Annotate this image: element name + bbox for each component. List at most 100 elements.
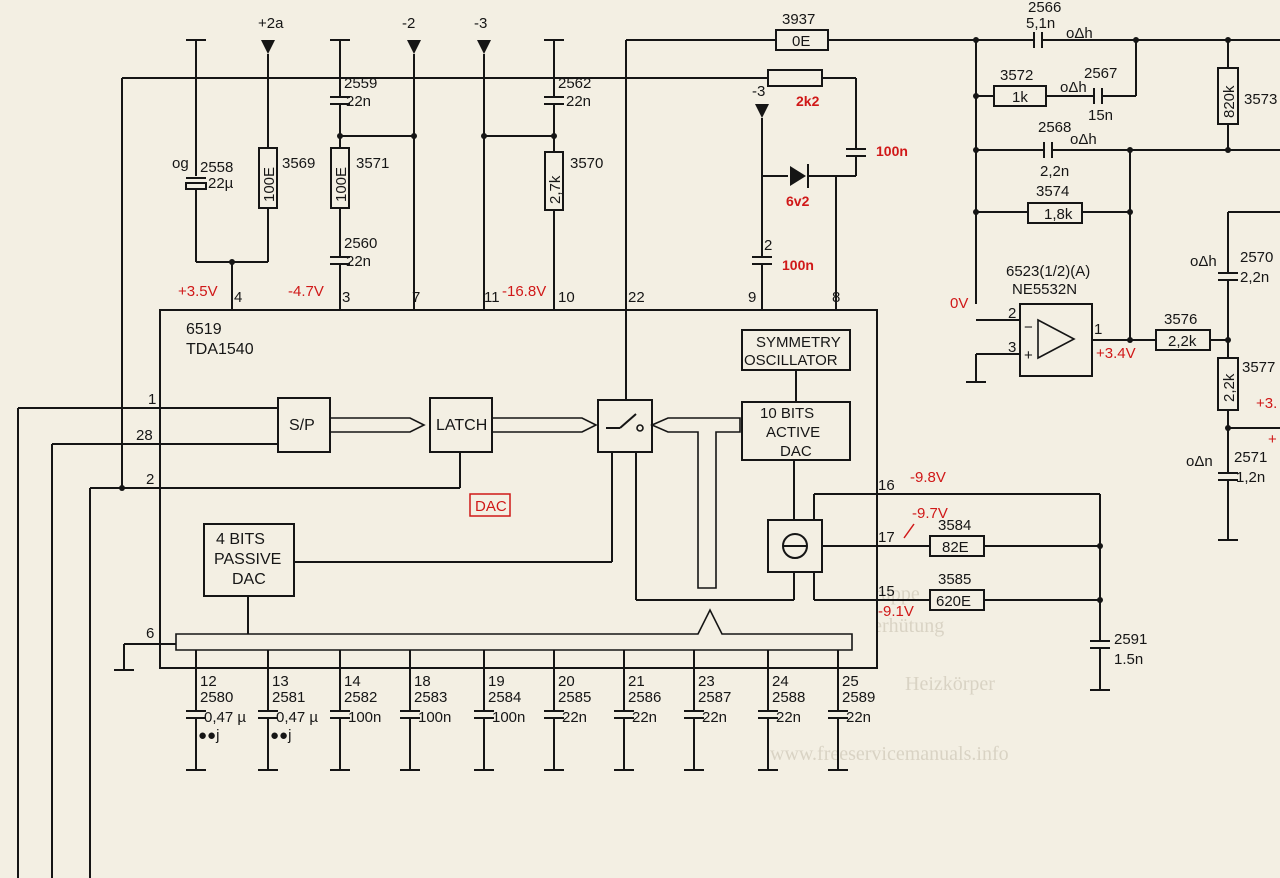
ic-part: TDA1540 <box>186 341 254 358</box>
r3570-value: 2,7k <box>547 175 564 204</box>
cap-value: 22n <box>776 709 801 726</box>
dac-tag: DAC <box>475 498 507 515</box>
r3937-ref: 3937 <box>782 11 815 28</box>
passive-dac-label-1: 4 BITS <box>216 531 265 548</box>
cap-pin-number: 25 <box>842 673 859 690</box>
rail-arrow-m2 <box>407 40 421 54</box>
cap-value: 22n <box>702 709 727 726</box>
c2568-ref: 2568 <box>1038 119 1071 136</box>
pin-16: 16 <box>878 477 895 494</box>
rail-label-m3: -3 <box>474 15 487 32</box>
passive-dac-label-3: DAC <box>232 571 266 588</box>
cap-pin-number: 21 <box>628 673 645 690</box>
cap-value: 22n <box>846 709 871 726</box>
bus-dac-switch <box>650 417 741 589</box>
c2571-mark: oΔn <box>1186 453 1213 470</box>
ic-tda1540: 6519 TDA1540 4 3 7 11 10 22 9 8 +3.5V -4… <box>17 283 1100 878</box>
pin-1: 1 <box>148 391 156 408</box>
c2567-ref: 2567 <box>1084 65 1117 82</box>
c2566-ref: 2566 <box>1028 0 1061 16</box>
passive-dac-block <box>203 523 295 597</box>
cap-ref: 2587 <box>698 689 731 706</box>
c2570-mark: oΔh <box>1190 253 1217 270</box>
opamp-part: NE5532N <box>1012 281 1077 298</box>
r3569-ref: 3569 <box>282 155 315 172</box>
latch-label: LATCH <box>436 417 487 434</box>
c2562-value: 22n <box>566 93 591 110</box>
active-dac-label-2: ACTIVE <box>766 424 820 441</box>
voltage-op-output: +3.4V <box>1096 345 1136 362</box>
pin-8: 8 <box>832 289 840 306</box>
voltage-pin-3: -4.7V <box>288 283 324 300</box>
r3570-ref: 3570 <box>570 155 603 172</box>
cap-pin-number: 18 <box>414 673 431 690</box>
cap-ref: 2584 <box>488 689 521 706</box>
opamp-stage: 2566 5,1n oΔh 0V 1k 3572 2567 15n oΔh 82… <box>950 0 1280 541</box>
c2591-ref: 2591 <box>1114 631 1147 648</box>
cap-value: 100n <box>348 709 381 726</box>
c2571-value: 1,2n <box>1236 469 1265 486</box>
c2558-mark: og <box>172 155 189 172</box>
cap-pin-number: 20 <box>558 673 575 690</box>
symmetry-label-2: OSCILLATOR <box>744 352 838 369</box>
r3574-ref: 3574 <box>1036 183 1069 200</box>
dac-tag-box <box>469 493 511 517</box>
c2567-value: 15n <box>1088 107 1113 124</box>
cap-pin-number: 13 <box>272 673 289 690</box>
zener-diode <box>790 166 806 186</box>
active-dac-label-3: DAC <box>780 443 812 460</box>
op-pin-2: 2 <box>1008 305 1016 322</box>
r3571-ref: 3571 <box>356 155 389 172</box>
r3584-ref: 3584 <box>938 517 971 534</box>
pin-15: 15 <box>878 583 895 600</box>
c2591-value: 1.5n <box>1114 651 1143 668</box>
cap-ref: 2582 <box>344 689 377 706</box>
cap-mark: ●●j <box>198 727 219 744</box>
opamp-box <box>1019 303 1093 377</box>
bus-sp-latch <box>329 417 426 433</box>
c2566-mark: oΔh <box>1066 25 1093 42</box>
pin-6: 6 <box>146 625 154 642</box>
cap-ref: 2586 <box>628 689 661 706</box>
c2568-value: 2,2n <box>1040 163 1069 180</box>
opamp-ref: 6523(1/2)(A) <box>1006 263 1090 280</box>
rail-label-m3b: -3 <box>752 83 765 100</box>
rail-label-m2: -2 <box>402 15 415 32</box>
r3569-value: 100E <box>261 167 278 202</box>
c-small-label: 2 <box>764 237 772 254</box>
svg-text:−: − <box>1024 319 1033 336</box>
voltage-pin-15: -9.1V <box>878 603 914 620</box>
cap-ref: 2588 <box>772 689 805 706</box>
c2560-value: 22n <box>346 253 371 270</box>
rail-arrow-2a <box>261 40 275 54</box>
pin-7: 7 <box>412 289 420 306</box>
output-network: 82E 3584 620E 3585 2591 1.5n <box>929 494 1147 691</box>
cap-ref: 2589 <box>842 689 875 706</box>
pin-11: 11 <box>484 289 500 306</box>
ic-ref: 6519 <box>186 321 222 338</box>
cap-value: 0,47 µ <box>204 709 246 726</box>
r3572-ref: 3572 <box>1000 67 1033 84</box>
pin-2: 2 <box>146 471 154 488</box>
c2566-value: 5,1n <box>1026 15 1055 32</box>
d-6v2-label: 6v2 <box>786 193 810 209</box>
r820k-value: 820k <box>1221 85 1238 118</box>
r3576-value: 2,2k <box>1168 333 1197 350</box>
r-2k2-label: 2k2 <box>796 93 820 109</box>
r3572-value: 1k <box>1012 89 1028 106</box>
pin-22: 22 <box>628 289 645 306</box>
voltage-pin-16: -9.8V <box>910 469 946 486</box>
op-pin-3: 3 <box>1008 339 1016 356</box>
supply-section: +2a -2 -3 -3 og 2558 22µ 100E 3569 2559 … <box>121 11 1034 488</box>
voltage-cut-2: + <box>1268 431 1277 448</box>
pin-3: 3 <box>342 289 350 306</box>
r3584-value: 82E <box>942 539 969 556</box>
cap-ref: 2581 <box>272 689 305 706</box>
op-pin-1: 1 <box>1094 321 1102 338</box>
cap-pin-number: 24 <box>772 673 789 690</box>
cap-value: 22n <box>632 709 657 726</box>
switch-block <box>597 399 653 453</box>
sp-block <box>277 397 331 453</box>
